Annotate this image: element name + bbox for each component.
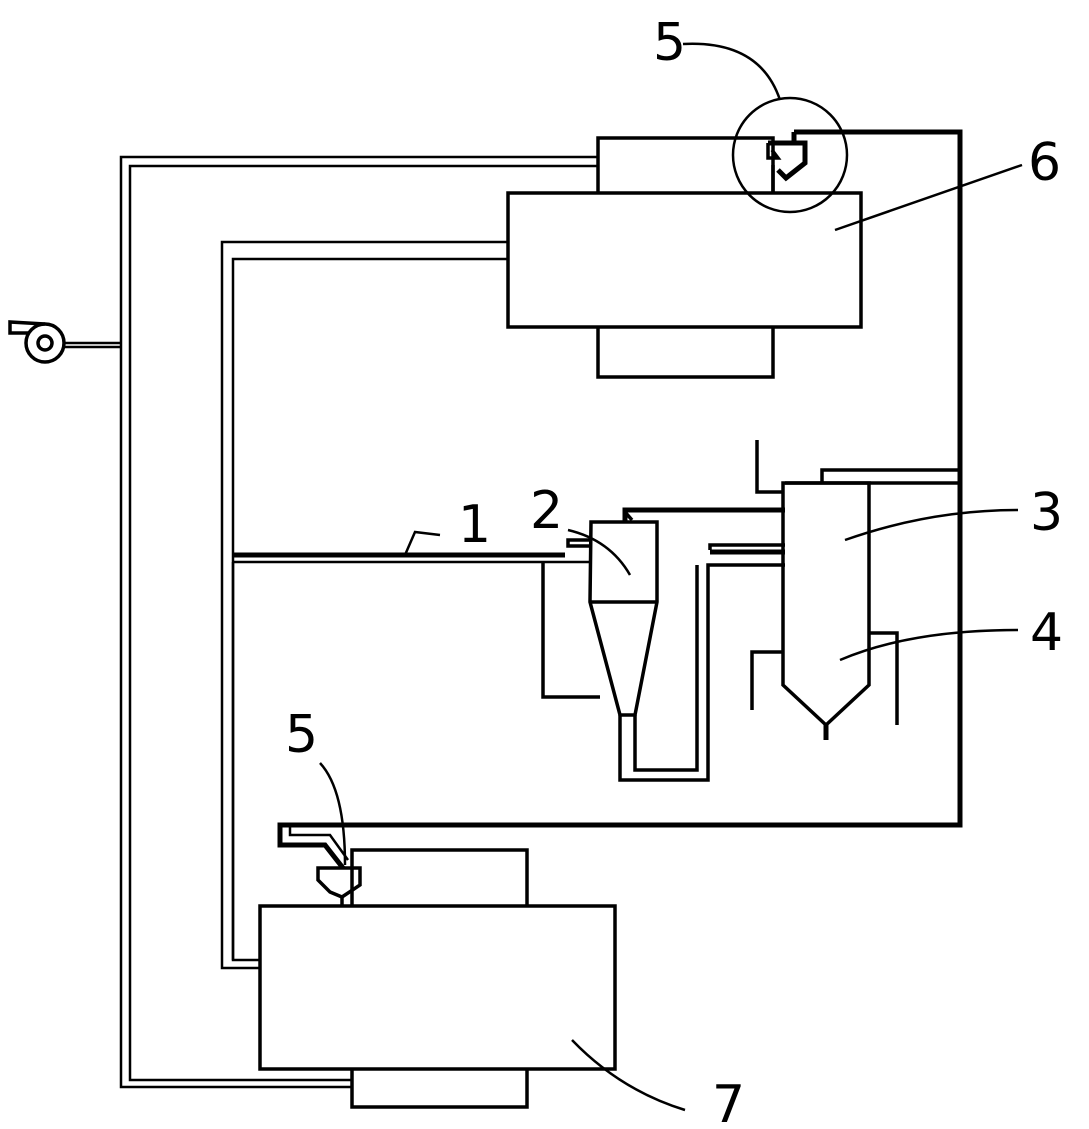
leader-2	[567, 528, 632, 576]
leader-5-bottom	[319, 762, 347, 866]
nozzle-top	[731, 96, 849, 214]
outer-left-pipe	[119, 155, 598, 1089]
label-7: 7	[712, 1075, 745, 1129]
unit-7-bottom-box	[350, 1066, 529, 1109]
label-5-top: 5	[653, 13, 686, 73]
label-5-bottom: 5	[285, 705, 318, 765]
leader-3	[844, 508, 1019, 542]
unit-7-main-box	[258, 904, 617, 1071]
nozzle-icon	[766, 140, 808, 193]
main-pipe	[231, 552, 590, 960]
unit-6-main-box	[506, 191, 863, 329]
tower-vessel	[708, 440, 960, 740]
unit-6-bottom-box	[596, 323, 775, 379]
cyclone-separator	[541, 507, 785, 782]
leader-lines	[319, 42, 1023, 1112]
leader-6	[834, 163, 1023, 232]
leader-7	[571, 1039, 686, 1112]
unit-6	[506, 136, 863, 379]
label-4: 4	[1030, 603, 1063, 663]
label-3: 3	[1030, 483, 1063, 543]
label-6: 6	[1028, 133, 1061, 193]
nozzle-icon	[316, 866, 362, 906]
label-1: 1	[458, 495, 491, 555]
labels: 5 6 1 2 3 4 5 7	[285, 13, 1063, 1129]
detail-circle	[731, 96, 849, 214]
unit-7-top-box	[350, 848, 529, 909]
nozzle-bottom	[316, 866, 362, 906]
leader-4	[839, 628, 1019, 662]
right-loop-pipe	[277, 129, 963, 870]
unit-7	[258, 848, 617, 1109]
unit-6-top-box	[596, 136, 775, 197]
leader-5-top	[682, 42, 782, 101]
label-2: 2	[530, 481, 563, 541]
leader-1	[403, 530, 441, 556]
fan-icon	[8, 320, 121, 364]
